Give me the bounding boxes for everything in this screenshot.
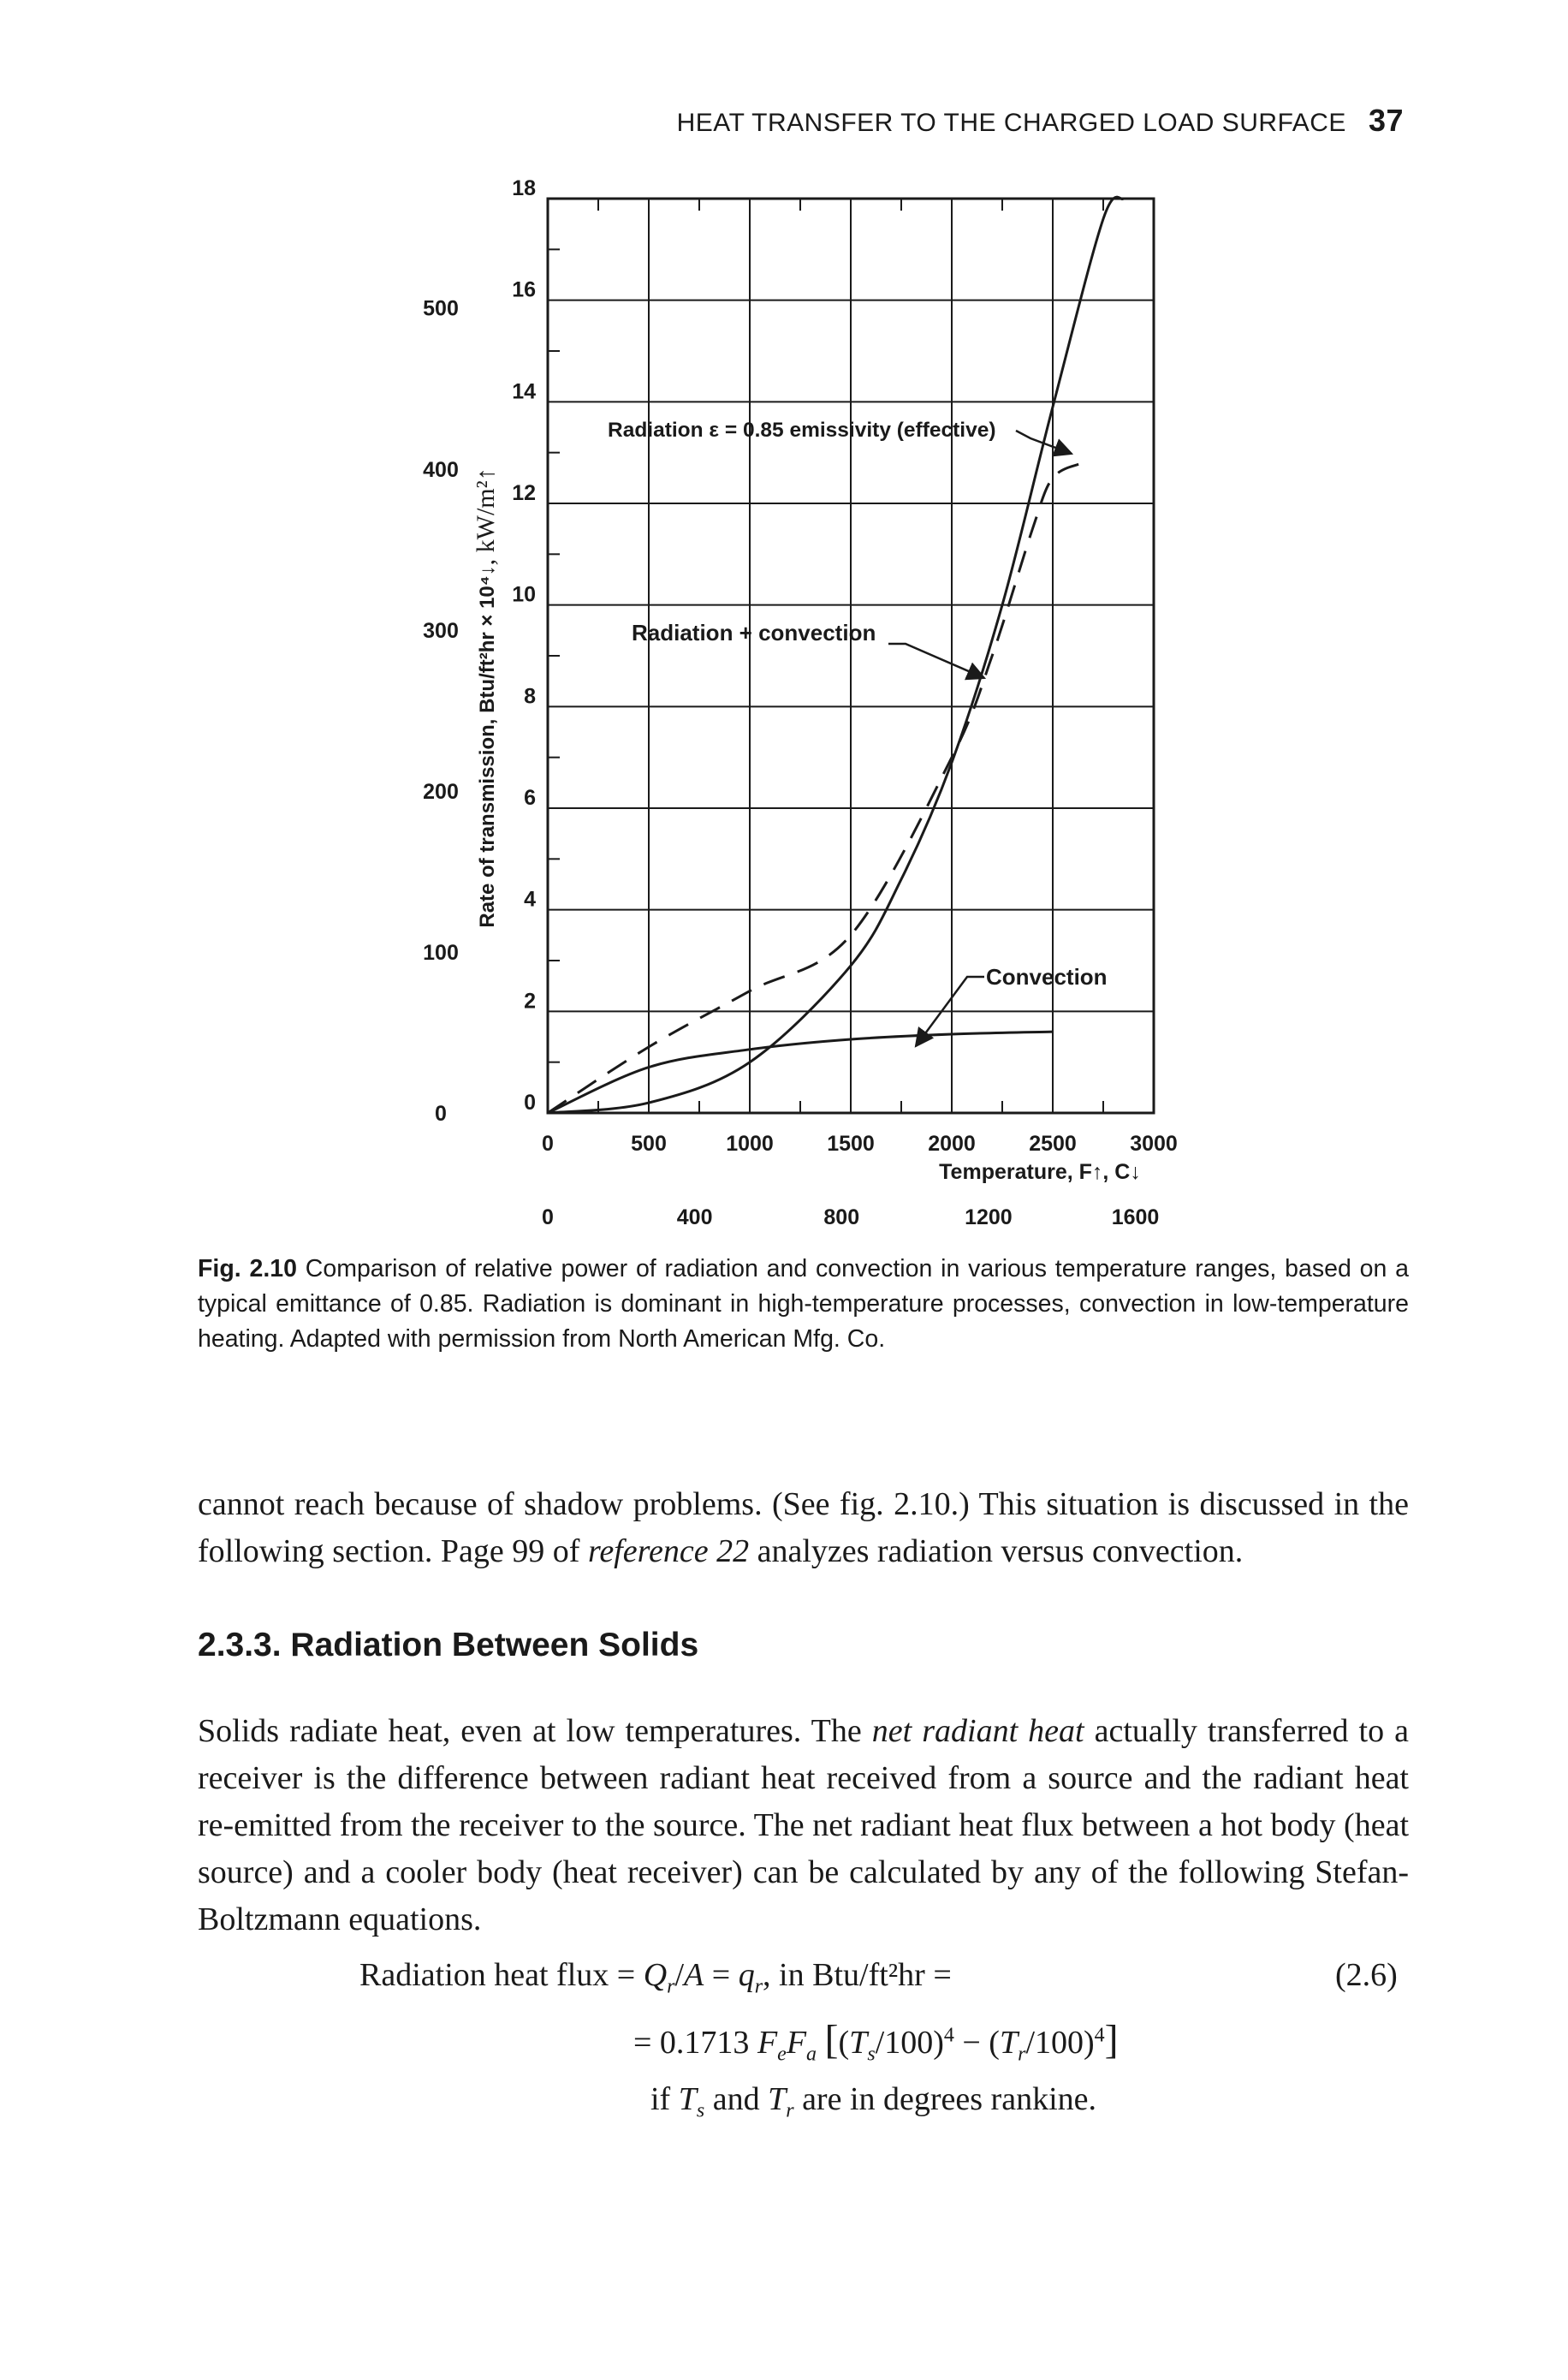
y-tick-label: 12	[512, 481, 536, 505]
x-tick-label: 2000	[928, 1132, 976, 1156]
x-tick-label: 0	[542, 1132, 554, 1156]
y-tick-label: 2	[524, 989, 536, 1013]
y-tick-label: 6	[524, 786, 536, 810]
x-tick-label: 1500	[827, 1132, 875, 1156]
y-tick-label: 14	[512, 379, 536, 403]
y-tick-label: 0	[524, 1091, 536, 1115]
x-tick-label: 1000	[726, 1132, 774, 1156]
arrow-radiation-convection	[888, 642, 987, 681]
series-radiation-line	[547, 195, 1125, 1115]
page-number: 37	[1368, 103, 1404, 138]
y-axis-label-secondary: , kW/m²↑	[472, 467, 500, 565]
y-secondary-tick-label: 200	[423, 780, 459, 804]
running-title: HEAT TRANSFER TO THE CHARGED LOAD SURFAC…	[676, 109, 1346, 137]
series-lines	[547, 195, 1125, 1115]
equation-line-1: Radiation heat flux = Qr/A = qr, in Btu/…	[359, 1957, 952, 1998]
x-secondary-tick-label: 1200	[965, 1205, 1013, 1229]
section-heading: 2.3.3. Radiation Between Solids	[198, 1627, 699, 1663]
running-head: HEAT TRANSFER TO THE CHARGED LOAD SURFAC…	[514, 103, 1404, 139]
y-axis-label: Rate of transmission, Btu/ft²hr × 10⁴↓, …	[472, 467, 500, 927]
equation-number: (2.6)	[1335, 1957, 1398, 1993]
x-secondary-tick-label: 800	[823, 1205, 859, 1229]
equation-line-2: = 0.1713 FeFa [(Ts/100)4 − (Tr/100)4]	[633, 2017, 1119, 2066]
x-tick-label: 3000	[1130, 1132, 1178, 1156]
y-secondary-tick-label: 0	[435, 1102, 447, 1126]
y-secondary-tick-label: 500	[423, 297, 459, 321]
annotation-radiation: Radiation ε = 0.85 emissivity (effective…	[608, 419, 996, 442]
x-secondary-tick-label: 0	[542, 1205, 554, 1229]
figure-label: Fig. 2.10	[198, 1255, 297, 1282]
figure-caption-text: Comparison of relative power of radiatio…	[198, 1255, 1410, 1353]
y-tick-label: 18	[512, 176, 536, 200]
arrow-convection	[914, 975, 984, 1048]
y-secondary-tick-label: 100	[423, 941, 459, 965]
y-tick-label: 10	[512, 583, 536, 607]
figure-caption: Fig. 2.10 Comparison of relative power o…	[198, 1252, 1409, 1357]
y-secondary-tick-label: 300	[423, 619, 459, 643]
grid	[546, 197, 1155, 1115]
reference-link: reference 22	[587, 1533, 750, 1569]
series-radiation-convection-line	[547, 461, 1084, 1115]
arrow-radiation	[1015, 429, 1074, 457]
y-secondary-tick-label: 400	[423, 458, 459, 482]
x-axis-label: Temperature, F↑, C↓	[939, 1160, 1141, 1184]
y-tick-label: 16	[512, 278, 536, 302]
equation-line-3: if Ts and Tr are in degrees rankine.	[650, 2081, 1096, 2122]
annotation-radiation-convection: Radiation + convection	[632, 620, 876, 646]
x-secondary-tick-label: 1600	[1112, 1205, 1160, 1229]
paragraph-radiation-solids: Solids radiate heat, even at low tempera…	[198, 1713, 1409, 1937]
y-tick-label: 4	[524, 888, 536, 912]
y-tick-label: 8	[524, 684, 536, 708]
x-secondary-tick-label: 400	[677, 1205, 713, 1229]
emphasis-net-radiant-heat: net radiant heat	[871, 1713, 1084, 1749]
y-axis-label-main: Rate of transmission, Btu/ft²hr × 10⁴↓	[476, 565, 499, 927]
series-convection-line	[547, 1030, 1054, 1115]
x-tick-label: 500	[631, 1132, 667, 1156]
x-tick-label: 2500	[1029, 1132, 1077, 1156]
annotation-convection: Convection	[986, 964, 1108, 990]
paragraph-shadow: cannot reach because of shadow problems.…	[198, 1486, 1409, 1569]
